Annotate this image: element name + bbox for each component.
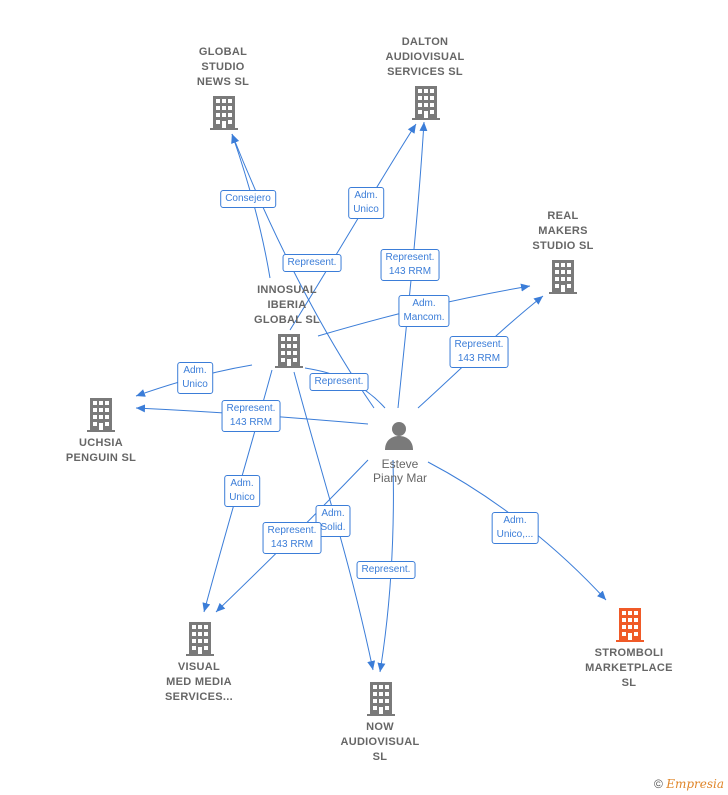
edge-label-represent-innosual: Represent. [309,373,369,391]
building-icon[interactable] [549,260,577,294]
node-label-real-makers[interactable]: REAL MAKERS STUDIO SL [532,210,594,252]
edge-label-adm-unico-visual: Adm. Unico [224,475,260,507]
node-label-visual-med[interactable]: VISUAL MED MEDIA SERVICES... [165,661,233,703]
edge-label-adm-mancom: Adm. Mancom. [398,295,450,327]
node-label-uchsia[interactable]: UCHSIA PENGUIN SL [65,437,137,464]
footer-brand: © Empresia [654,777,724,791]
building-icon[interactable] [210,96,238,130]
building-icon-main[interactable] [616,608,644,642]
edge-label-represent-143-real: Represent. 143 RRM [449,336,509,368]
edge-label-adm-unico-uchsia: Adm. Unico [177,362,213,394]
node-label-global-studio[interactable]: GLOBAL STUDIO NEWS SL [196,46,250,88]
edge-label-adm-unico-stromboli: Adm. Unico,... [491,512,539,544]
building-icon[interactable] [412,86,440,120]
node-label-stromboli[interactable]: STROMBOLI MARKETPLACE SL [585,647,673,689]
edge-label-represent-global: Represent. [282,254,342,272]
edge-label-adm-unico-dalton: Adm. Unico [348,187,384,219]
edge-label-consejero: Consejero [220,190,276,208]
building-icon[interactable] [186,622,214,656]
node-label-innosual[interactable]: INNOSUAL IBERIA GLOBAL SL [253,284,321,326]
person-icon[interactable] [385,422,413,450]
edge-label-represent-143-visual: Represent. 143 RRM [262,522,322,554]
person-label[interactable]: Esteve Piany Mar [372,457,428,485]
building-icon[interactable] [367,682,395,716]
building-icon[interactable] [275,334,303,368]
node-label-dalton[interactable]: DALTON AUDIOVISUAL SERVICES SL [385,36,465,78]
copyright-icon: © [654,777,663,791]
node-label-now-audiovisual[interactable]: NOW AUDIOVISUAL SL [340,721,420,763]
edge-label-represent-143-uchsia: Represent. 143 RRM [221,400,281,432]
brand-logo: Empresia [666,777,724,791]
edge-label-represent-143-dalton: Represent. 143 RRM [380,249,440,281]
building-icon[interactable] [87,398,115,432]
edge-label-represent-now: Represent. [356,561,416,579]
